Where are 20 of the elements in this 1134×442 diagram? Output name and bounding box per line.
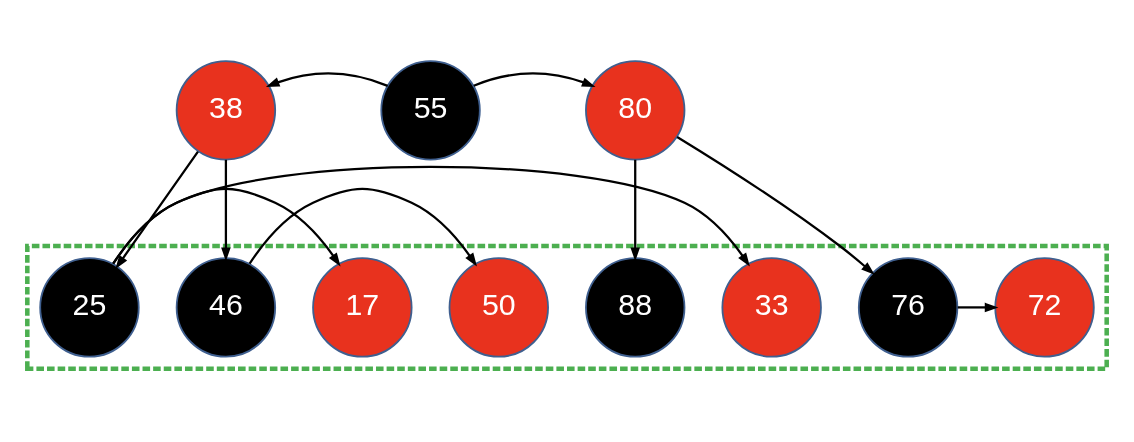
node-circle: 55 bbox=[380, 60, 481, 161]
arrow bbox=[265, 72, 389, 87]
arrow bbox=[473, 72, 596, 88]
arrow bbox=[115, 150, 199, 270]
node-circle: 72 bbox=[994, 257, 1095, 358]
node-circle: 80 bbox=[585, 60, 686, 161]
node-circle: 50 bbox=[448, 257, 549, 358]
arrow bbox=[630, 159, 640, 262]
node-circle: 76 bbox=[857, 257, 959, 358]
arrow bbox=[248, 187, 477, 267]
arrow bbox=[957, 302, 999, 313]
node-circle: 46 bbox=[175, 257, 277, 358]
node-circle: 17 bbox=[312, 257, 413, 358]
cluster bbox=[25, 243, 1109, 372]
node-circle: 33 bbox=[721, 257, 822, 358]
arrow bbox=[221, 159, 231, 262]
arrow bbox=[676, 135, 875, 275]
arrow bbox=[112, 165, 750, 267]
node-circle: 38 bbox=[175, 60, 277, 161]
node-circle: 88 bbox=[585, 257, 686, 358]
